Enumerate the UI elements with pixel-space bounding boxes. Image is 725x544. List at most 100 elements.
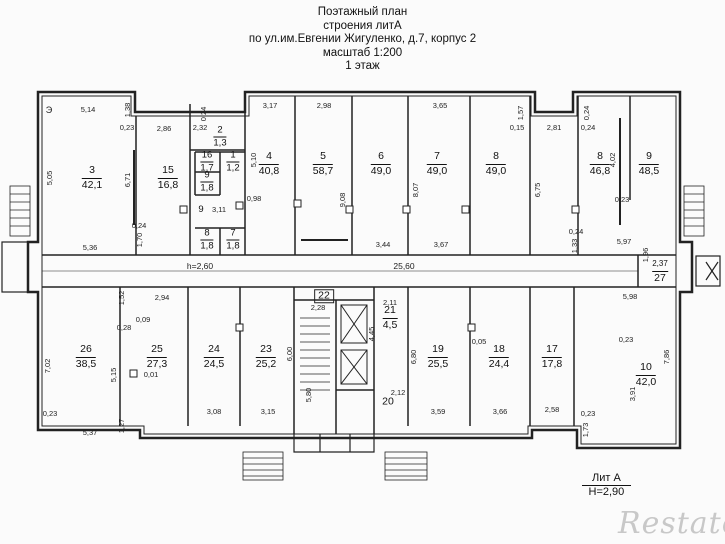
inner-outline bbox=[41, 95, 677, 445]
dim-label: 3,17 bbox=[262, 101, 278, 110]
dim-label: 0,28 bbox=[116, 323, 132, 332]
plan-scale: масштаб 1:200 bbox=[322, 46, 403, 59]
dim-label: 4,02 bbox=[608, 152, 617, 168]
dim-label: 3,67 bbox=[433, 240, 449, 249]
dim-label: 0,23 bbox=[42, 409, 58, 418]
dim-label: 6,80 bbox=[409, 349, 418, 365]
dim-label: 0,98 bbox=[246, 194, 262, 203]
dim-label: 0,24 bbox=[199, 106, 208, 122]
dim-label: 7,02 bbox=[43, 358, 52, 374]
dim-label: 5,37 bbox=[82, 428, 98, 437]
outer-walls bbox=[26, 90, 694, 450]
dim-label: 1,33 bbox=[570, 238, 579, 254]
dim-label: 0,24 bbox=[582, 105, 591, 121]
dim-label: 7,86 bbox=[662, 349, 671, 365]
dim-label: 1,52 bbox=[117, 290, 126, 306]
dim-label: 2,81 bbox=[546, 123, 562, 132]
plan-address: по ул.им.Евгении Жигуленко, д.7, корпус … bbox=[248, 33, 477, 45]
dim-label: 0,24 bbox=[580, 123, 596, 132]
dim-label: 3,59 bbox=[430, 407, 446, 416]
columns bbox=[129, 199, 580, 378]
dim-label: 5,14 bbox=[80, 105, 96, 114]
lit-height: H=2,90 bbox=[582, 485, 631, 499]
dim-label: 3,65 bbox=[432, 101, 448, 110]
dim-label: 1,38 bbox=[123, 102, 132, 118]
dim-label: 3,91 bbox=[628, 386, 637, 402]
dim-label: 6,75 bbox=[533, 182, 542, 198]
dim-label: 0,15 bbox=[509, 123, 525, 132]
dim-label: 2,98 bbox=[316, 101, 332, 110]
dim-label: 3,66 bbox=[492, 407, 508, 416]
dim-label: 5,36 bbox=[82, 243, 98, 252]
dim-label: 0,05 bbox=[471, 337, 487, 346]
dim-label: 5,98 bbox=[622, 292, 638, 301]
dim-label: 6,71 bbox=[123, 172, 132, 188]
room-20-label: 20 bbox=[382, 395, 394, 408]
dim-label: 8,07 bbox=[411, 182, 420, 198]
dim-label: 0,23 bbox=[580, 409, 596, 418]
room-9-dim: 3,11 bbox=[211, 205, 227, 214]
lit-label: Лит А H=2,90 bbox=[582, 472, 631, 499]
dim-label: 0,01 bbox=[143, 370, 159, 379]
stair-hatching bbox=[300, 317, 330, 391]
dim-label: 1,73 bbox=[581, 422, 590, 438]
dim-label: 3,08 bbox=[206, 407, 222, 416]
dim-label: 1,27 bbox=[117, 418, 126, 434]
dim-label: 2,94 bbox=[154, 293, 170, 302]
dim-label: 4,45 bbox=[367, 326, 376, 342]
plan-floor: 1 этаж bbox=[345, 60, 380, 72]
corridor-walls bbox=[42, 254, 676, 288]
room-features bbox=[133, 118, 621, 241]
north-mark: Э bbox=[45, 105, 53, 115]
dim-label: 5,15 bbox=[109, 367, 118, 383]
dim-label: 3,15 bbox=[260, 407, 276, 416]
elevator-shafts bbox=[340, 304, 368, 385]
room-22-label: 22 bbox=[314, 289, 334, 303]
dim-label: 0,24 bbox=[131, 221, 147, 230]
dim-label: 0,23 bbox=[614, 195, 630, 204]
north-partitions bbox=[135, 96, 639, 287]
dim-label: 1,57 bbox=[516, 105, 525, 121]
dim-label: 5,05 bbox=[45, 170, 54, 186]
external-stairs bbox=[9, 185, 705, 481]
dim-label: 0,23 bbox=[119, 123, 135, 132]
dim-label: 2,12 bbox=[390, 388, 406, 397]
dim-label: 5,97 bbox=[616, 237, 632, 246]
dim-label: 6,00 bbox=[285, 346, 294, 362]
room-9-corridor-label: 9 bbox=[198, 204, 204, 215]
lit-name: Лит А bbox=[592, 472, 621, 484]
dim-label: 2,58 bbox=[544, 405, 560, 414]
dim-label: 2,86 bbox=[156, 124, 172, 133]
dim-label: 9,08 bbox=[338, 192, 347, 208]
dim-label: 5,80 bbox=[304, 387, 313, 403]
dim-label: 0,24 bbox=[568, 227, 584, 236]
dim-label: 0,09 bbox=[135, 315, 151, 324]
dim-label: 1,70 bbox=[135, 232, 144, 248]
plan-subtitle: строения литА bbox=[323, 19, 402, 32]
